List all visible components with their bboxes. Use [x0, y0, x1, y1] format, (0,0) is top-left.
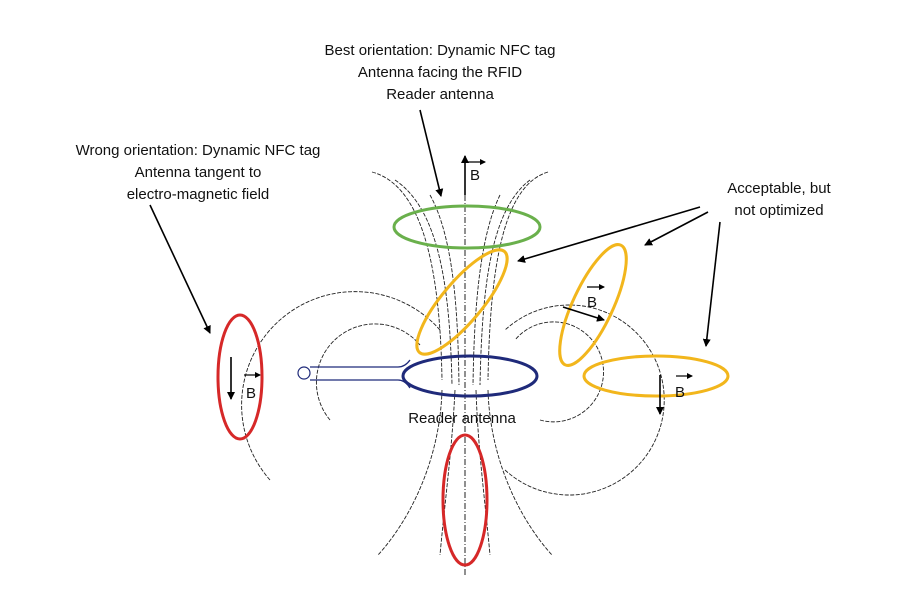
acceptable-tag-tilted-center — [415, 248, 509, 356]
acceptable-tag-tilted-right — [558, 243, 628, 367]
acceptable-label: Acceptable, but not optimized — [727, 180, 831, 219]
wrong-orientation-label: Wrong orientation: Dynamic NFC tag Anten… — [76, 142, 321, 203]
callout-arrows — [149, 109, 721, 347]
best-orientation-tag — [392, 204, 542, 250]
label-line: electro-magnetic field — [127, 186, 270, 203]
label-line: not optimized — [734, 202, 823, 219]
label-line: Best orientation: Dynamic NFC tag — [325, 42, 556, 59]
label-line: Antenna tangent to — [135, 164, 262, 181]
b-vector-horizontal-right: B — [656, 373, 693, 415]
b-label: B — [246, 385, 256, 402]
wrong-orientation-tag-bottom — [441, 433, 489, 567]
b-vector-left: B — [227, 357, 261, 402]
b-vector-top: B — [461, 155, 486, 195]
b-label: B — [470, 167, 480, 184]
label-line: Wrong orientation: Dynamic NFC tag — [76, 142, 321, 159]
b-label: B — [587, 294, 597, 311]
label-line: Acceptable, but — [727, 180, 831, 197]
best-orientation-label: Best orientation: Dynamic NFC tag Antenn… — [325, 42, 556, 103]
label-line: Antenna facing the RFID — [358, 64, 522, 81]
magnetic-field-lines — [241, 171, 665, 575]
wrong-orientation-tag-left — [216, 313, 264, 441]
acceptable-tag-horizontal-right — [582, 354, 730, 398]
b-label: B — [675, 384, 685, 401]
reader-antenna — [297, 354, 539, 398]
reader-antenna-label: Reader antenna — [408, 410, 516, 427]
label-line: Reader antenna — [386, 86, 494, 103]
b-vector-tilted-right: B — [562, 284, 605, 322]
